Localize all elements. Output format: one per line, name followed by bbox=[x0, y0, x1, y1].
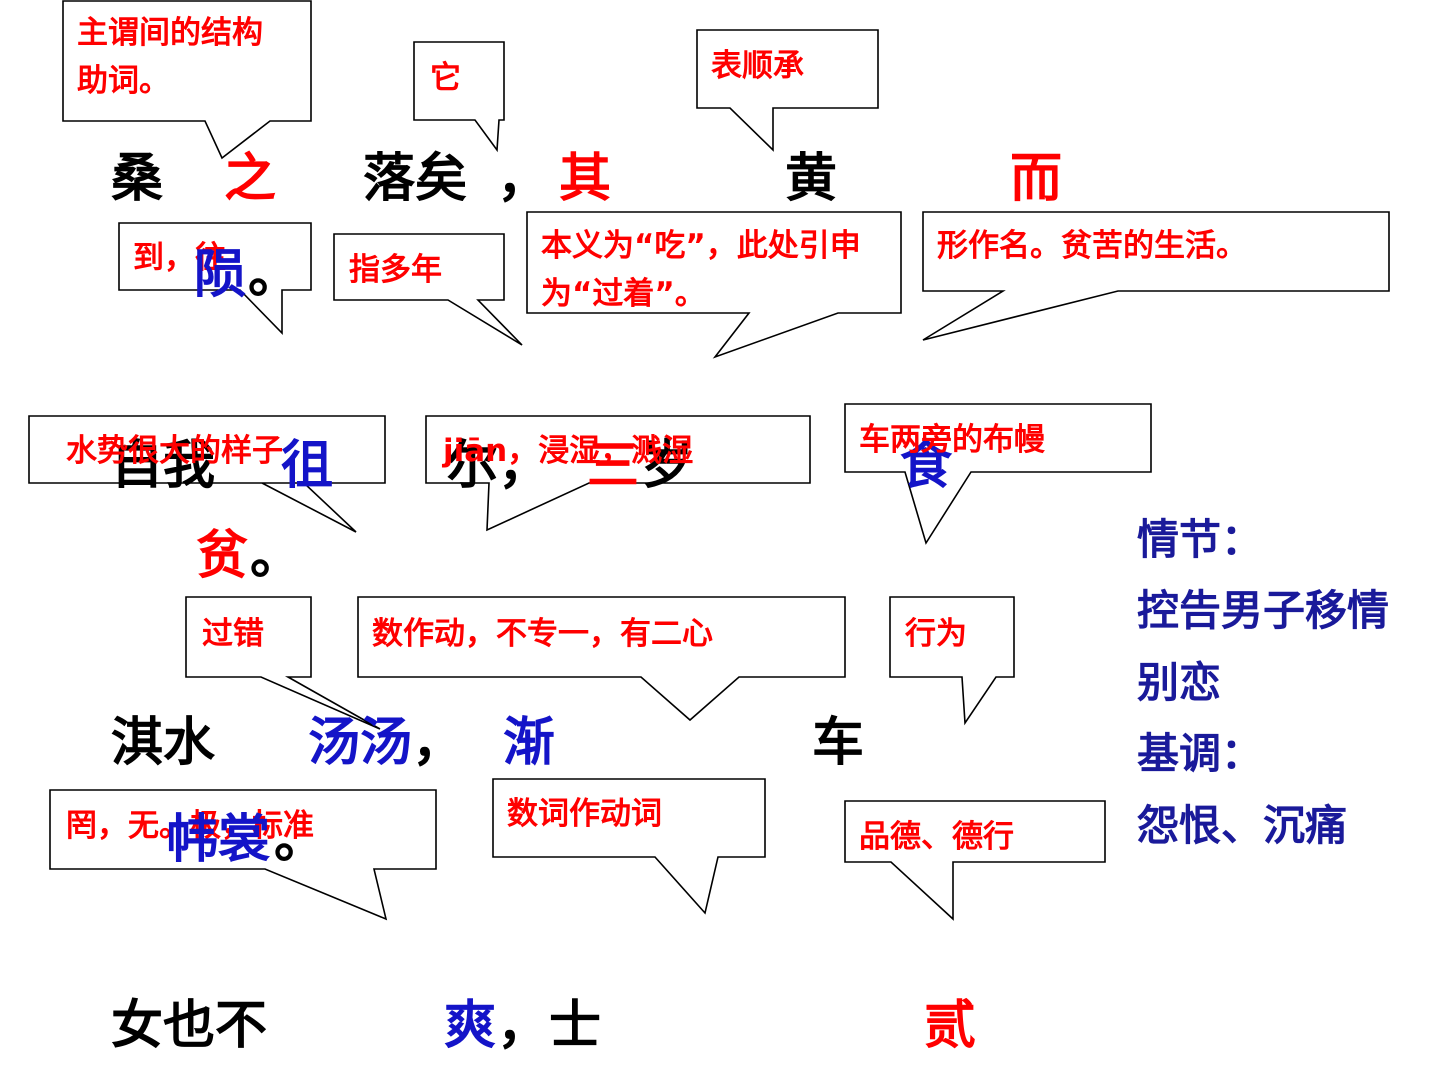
line3-comma: ， bbox=[412, 713, 465, 773]
callout-er bbox=[696, 29, 879, 152]
line2-char-shi: 食 bbox=[900, 436, 953, 496]
note-weichang: 车两旁的布幔 bbox=[859, 422, 1045, 458]
callout-tangtang bbox=[28, 415, 386, 533]
callout-de bbox=[844, 800, 1106, 921]
note-san-sui: 指多年 bbox=[349, 252, 442, 288]
line1-char-sang: 桑 bbox=[111, 149, 164, 209]
callout-weichang bbox=[844, 403, 1152, 545]
line3-char-tangtang: 汤汤 bbox=[308, 713, 413, 773]
line1-char-luoyi: 落矣 bbox=[363, 149, 468, 209]
callout-zhi bbox=[62, 0, 312, 160]
line2-char-pin: 贫 bbox=[196, 526, 249, 586]
callout-shi bbox=[526, 211, 902, 359]
line1-char-zhi: 之 bbox=[224, 149, 277, 209]
note-er: 表顺承 bbox=[711, 48, 804, 84]
callout-jian bbox=[425, 415, 811, 532]
note-qi: 它 bbox=[430, 60, 461, 96]
line1-char-yun: 陨 bbox=[194, 245, 247, 305]
line4-char-er: 贰 bbox=[924, 996, 977, 1056]
callout-xing bbox=[889, 596, 1015, 726]
note-er2: 数作动，不专一，有二心 bbox=[372, 616, 713, 652]
plot-label: 情节： bbox=[1137, 515, 1264, 564]
callout-shuang bbox=[185, 596, 381, 730]
line4-char-nvyebu: 女也不 bbox=[111, 996, 268, 1056]
tone-text: 怨恨、沉痛 bbox=[1137, 800, 1348, 850]
line3-char-che: 车 bbox=[812, 713, 865, 773]
plot-line-1: 控告男子移情 bbox=[1137, 586, 1390, 636]
callout-shuci bbox=[492, 778, 766, 915]
line3-char-jian: 渐 bbox=[503, 713, 556, 773]
line4-char-shuang: 爽 bbox=[444, 996, 497, 1056]
line2-char-er: 尔， bbox=[446, 436, 551, 496]
line4-char-shi: ，士 bbox=[497, 996, 602, 1056]
note-tangtang: 水势很大的样子 bbox=[66, 433, 283, 469]
callout-qi bbox=[413, 41, 505, 153]
line3-period: 。 bbox=[274, 810, 327, 870]
line2-char-san: 三 bbox=[587, 436, 640, 496]
note-jian: jiān，浸湿，溅湿 bbox=[443, 433, 694, 469]
line3-char-weichang: 帏裳 bbox=[166, 810, 271, 870]
note-pin: 形作名。贫苦的生活。 bbox=[937, 228, 1247, 264]
line1-period: 。 bbox=[248, 245, 301, 305]
note-shi: 本义为“吃”，此处引申为“过着”。 bbox=[541, 228, 861, 313]
summary-panel: 情节： 控告男子移情 别恋 基调： 怨恨、沉痛 bbox=[1137, 504, 1389, 861]
line1-char-huang: 黄 bbox=[785, 149, 838, 209]
note-de: 品德、德行 bbox=[859, 819, 1014, 855]
callout-san-sui bbox=[333, 233, 523, 346]
note-shuang: 过错 bbox=[202, 616, 264, 652]
note-xing: 行为 bbox=[905, 616, 967, 652]
note-ji: 罔，无。极，标准 bbox=[66, 808, 314, 844]
line1-comma: ， bbox=[497, 149, 550, 209]
line2-char-sui: 岁 bbox=[641, 436, 694, 496]
line2-char-cu: 徂 bbox=[281, 436, 334, 496]
line1-char-er: 而 bbox=[1010, 149, 1063, 209]
plot-line-2: 别恋 bbox=[1137, 657, 1222, 707]
note-shuci: 数词作动词 bbox=[507, 796, 662, 832]
callout-er2 bbox=[357, 596, 846, 722]
callout-ji bbox=[49, 789, 437, 921]
callout-pin bbox=[922, 211, 1390, 341]
callout-yun bbox=[118, 222, 312, 335]
line2-char-ziwo: 自我 bbox=[111, 436, 216, 496]
note-zhi: 主谓间的结构助词。 bbox=[77, 15, 263, 100]
line2-period: 。 bbox=[250, 526, 303, 586]
note-yun: 到，往 bbox=[133, 240, 226, 276]
tone-label: 基调： bbox=[1137, 729, 1264, 779]
line1-char-qi: 其 bbox=[559, 149, 612, 209]
line3-char-qishui: 淇水 bbox=[111, 713, 216, 773]
